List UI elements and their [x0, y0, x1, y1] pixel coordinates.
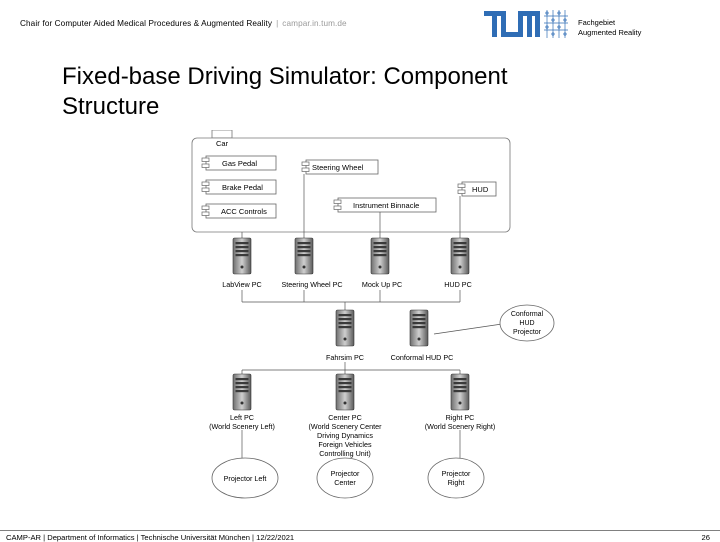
car-label: Car	[216, 139, 229, 148]
page-number: 26	[701, 533, 710, 542]
department-pictogram	[544, 10, 568, 38]
svg-text:HUD PC: HUD PC	[444, 280, 472, 289]
footer-text: CAMP-AR | Department of Informatics | Te…	[6, 533, 295, 542]
dept-line-1: Fachgebiet	[578, 18, 616, 27]
tum-logo	[484, 10, 568, 38]
svg-text:Projector: Projector	[331, 469, 360, 478]
component-diagram: Car Gas Pedal Brake Pedal ACC Controls S…	[191, 130, 555, 499]
svg-text:Gas Pedal: Gas Pedal	[222, 159, 257, 168]
pc-right: Right PC (World Scenery Right)	[425, 373, 496, 431]
svg-text:(World Scenery Left): (World Scenery Left)	[209, 422, 275, 431]
header-chair-line: Chair for Computer Aided Medical Procedu…	[20, 19, 347, 28]
component-gas-pedal: Gas Pedal	[201, 155, 277, 171]
svg-text:Mock Up PC: Mock Up PC	[362, 280, 402, 289]
svg-text:HUD: HUD	[472, 185, 489, 194]
svg-text:Fahrsim PC: Fahrsim PC	[326, 353, 364, 362]
svg-text:LabView PC: LabView PC	[222, 280, 261, 289]
svg-text:ACC Controls: ACC Controls	[221, 207, 267, 216]
svg-text:(World Scenery Right): (World Scenery Right)	[425, 422, 496, 431]
pc-center: Center PC (World Scenery Center Driving …	[309, 373, 383, 458]
svg-text:Brake Pedal: Brake Pedal	[222, 183, 263, 192]
svg-text:Conformal HUD PC: Conformal HUD PC	[391, 353, 454, 362]
projector-center: Projector Center	[316, 457, 374, 499]
header-separator: |	[276, 19, 279, 28]
component-acc-controls: ACC Controls	[201, 203, 277, 219]
header-url[interactable]: campar.in.tum.de	[282, 19, 347, 28]
svg-text:Left PC: Left PC	[230, 413, 254, 422]
connectors	[241, 174, 503, 466]
pc-labview: LabView PC	[222, 237, 262, 289]
component-instrument-binnacle: Instrument Binnacle	[333, 197, 437, 213]
component-steering-wheel: Steering Wheel	[301, 159, 379, 175]
svg-text:Controlling Unit): Controlling Unit)	[319, 449, 371, 458]
svg-text:Center: Center	[334, 478, 356, 487]
projector-left: Projector Left	[211, 457, 279, 499]
title-line-2: Structure	[62, 93, 160, 120]
svg-text:Foreign Vehicles: Foreign Vehicles	[318, 440, 372, 449]
title-line-1: Fixed-base Driving Simulator: Component	[62, 63, 508, 90]
projector-right: Projector Right	[427, 457, 485, 499]
pc-left: Left PC (World Scenery Left)	[209, 373, 275, 431]
footer-rule	[0, 530, 720, 531]
pc-hud: HUD PC	[444, 237, 472, 289]
svg-text:Steering Wheel: Steering Wheel	[312, 163, 364, 172]
svg-text:Driving Dynamics: Driving Dynamics	[317, 431, 373, 440]
svg-text:Instrument Binnacle: Instrument Binnacle	[353, 201, 419, 210]
dept-line-2: Augmented Reality	[578, 28, 642, 37]
svg-text:Projector: Projector	[442, 469, 471, 478]
pc-conformal-hud: Conformal HUD PC	[391, 309, 454, 362]
svg-text:Right PC: Right PC	[446, 413, 475, 422]
projector-conformal-hud: Conformal HUD Projector	[499, 304, 555, 342]
svg-text:(World Scenery Center: (World Scenery Center	[309, 422, 383, 431]
department-label: Fachgebiet Augmented Reality	[578, 18, 641, 38]
svg-text:Right: Right	[448, 478, 465, 487]
svg-text:Conformal: Conformal	[511, 311, 544, 318]
svg-text:Steering Wheel PC: Steering Wheel PC	[281, 280, 342, 289]
svg-text:Projector: Projector	[513, 329, 542, 336]
svg-text:Projector Left: Projector Left	[224, 474, 267, 483]
component-hud: HUD	[457, 181, 497, 197]
pc-fahrsim: Fahrsim PC	[326, 309, 364, 362]
pc-mockup: Mock Up PC	[362, 237, 402, 289]
chair-name: Chair for Computer Aided Medical Procedu…	[20, 19, 273, 28]
pc-steering-wheel: Steering Wheel PC	[281, 237, 343, 289]
slide-title: Fixed-base Driving Simulator: Component …	[62, 62, 662, 122]
svg-text:HUD: HUD	[519, 320, 534, 327]
component-brake-pedal: Brake Pedal	[201, 179, 277, 195]
svg-text:Center PC: Center PC	[328, 413, 362, 422]
